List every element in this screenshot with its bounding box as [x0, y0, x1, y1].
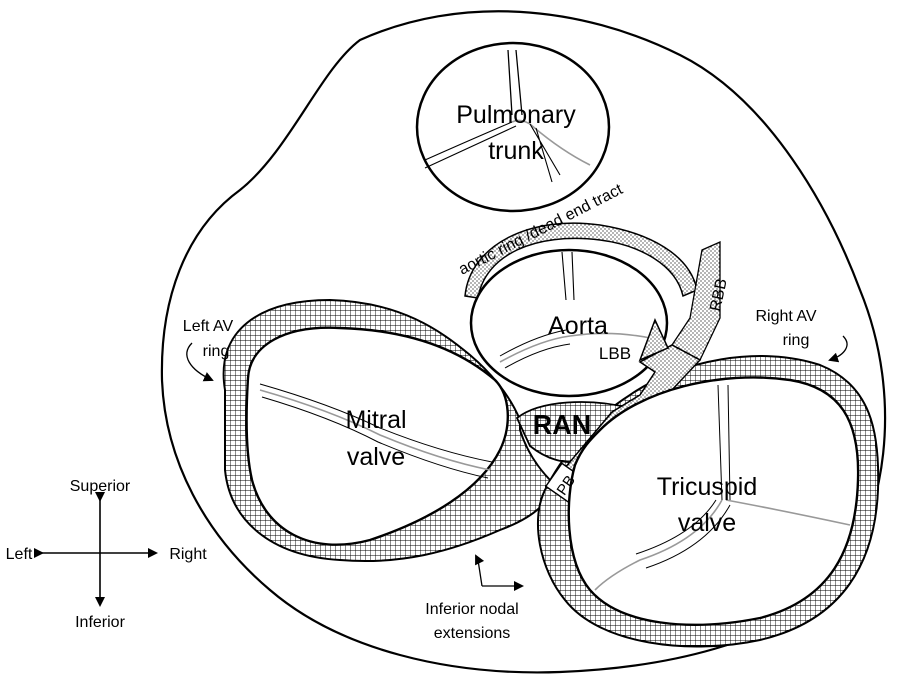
rbb-label: RBB	[707, 277, 730, 313]
tricuspid-label-line1: Tricuspid	[657, 473, 758, 501]
compass-inferior-label: Inferior	[75, 614, 125, 631]
left-av-label-line2: ring	[203, 343, 230, 360]
pulmonary-label-line1: Pulmonary	[456, 101, 576, 129]
pulmonary-label-line2: trunk	[488, 137, 544, 165]
lbb-arrow	[638, 318, 670, 362]
aorta	[469, 248, 669, 398]
compass-superior-label: Superior	[70, 478, 131, 495]
compass-right-label: Right	[169, 546, 207, 563]
tricuspid-label-line2: valve	[678, 509, 736, 537]
mitral-label-line1: Mitral	[345, 406, 406, 434]
left-av-label-line1: Left AV	[183, 318, 234, 335]
ran-label: RAN	[533, 410, 592, 440]
pulmonary-trunk	[415, 41, 611, 213]
inferior-nodal-label-line1: Inferior nodal	[425, 601, 518, 618]
right-av-callout-arrow	[828, 335, 848, 363]
inferior-nodal-label-line2: extensions	[434, 625, 511, 642]
tricuspid-valve	[567, 376, 860, 626]
left-av-callout-arrow	[186, 342, 214, 382]
inferior-nodal-callout-arrow-left	[475, 554, 485, 587]
compass-left-label: Left	[6, 546, 33, 563]
aorta-label: Aorta	[548, 312, 608, 340]
lbb-label: LBB	[599, 344, 631, 363]
orientation-compass	[34, 492, 158, 607]
right-av-label-line2: ring	[783, 332, 810, 349]
mitral-valve	[245, 326, 509, 546]
right-av-label-line1: Right AV	[755, 308, 816, 325]
mitral-label-line2: valve	[347, 443, 405, 471]
